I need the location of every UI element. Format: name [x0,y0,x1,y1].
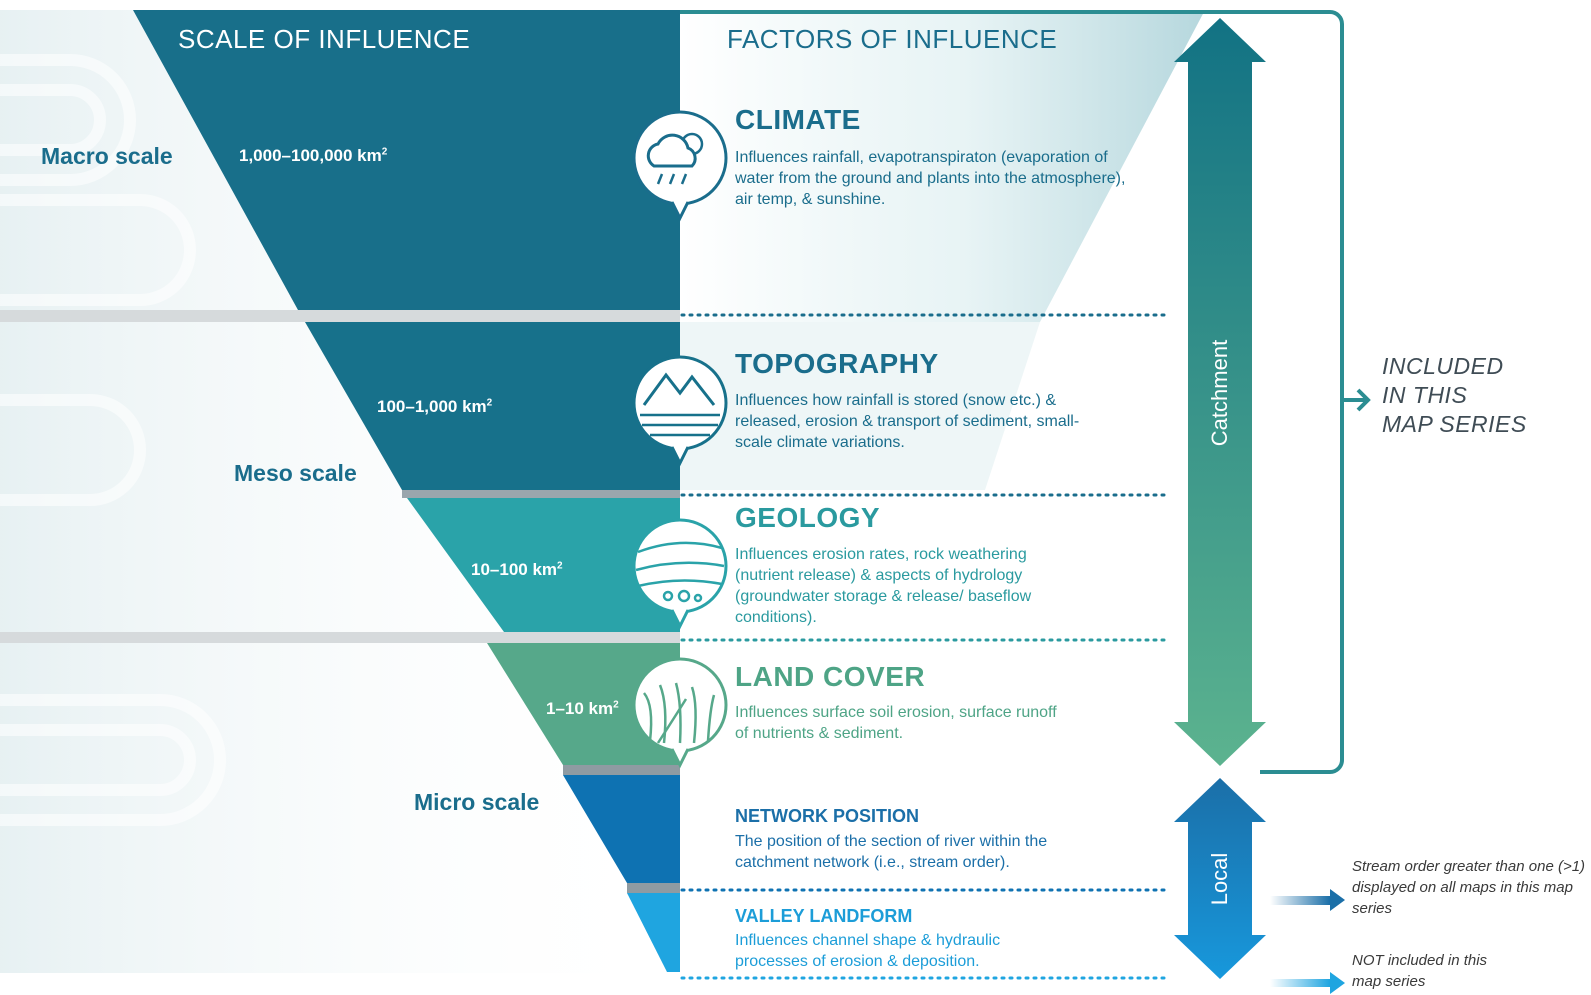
area-label-land-cover: 1–10 km2 [546,699,619,718]
included-label-line-1: INCLUDED [1382,353,1504,379]
factor-title-geology: GEOLOGY [735,502,881,533]
catchment-arrow [1174,18,1266,766]
local-label: Local [1207,852,1232,906]
band-network-position [563,775,680,883]
micro-scale-label: Micro scale [414,789,540,815]
funnel-gradient [680,10,1205,322]
area-label-geology: 10–100 km2 [471,560,563,579]
included-bracket [680,10,1344,774]
note-not-included: NOT included in this map series [1352,952,1488,990]
rock-strata-icon [632,518,728,630]
factor-title-land-cover: LAND COVER [735,661,926,692]
band-topography [305,322,680,490]
catchment-label: Catchment [1207,339,1232,447]
band-valley-landform [627,893,680,972]
local-title-network-position: NETWORK POSITION [735,806,919,826]
area-label-topography: 100–1,000 km2 [377,397,493,416]
mountain-water-icon [632,355,728,467]
band-land-cover [487,643,680,765]
note-stream-order: Stream order greater than one (>1) displ… [1352,858,1586,917]
area-label-macro: 1,000–100,000 km2 [239,146,388,165]
included-in-map-series-label: INCLUDED IN THIS MAP SERIES [1382,352,1527,439]
included-label-line-3: MAP SERIES [1382,411,1527,437]
cloud-sun-rain-icon [632,110,728,222]
factor-desc-land-cover: Influences surface soil erosion, surface… [735,704,1057,742]
local-desc-network-position: The position of the section of river wit… [735,833,1048,871]
local-title-valley-landform: VALLEY LANDFORM [735,906,913,926]
local-desc-valley-landform: Influences channel shape & hydraulic pro… [735,932,1001,970]
factor-desc-geology: Influences erosion rates, rock weatherin… [735,546,1032,626]
factor-title-topography: TOPOGRAPHY [735,348,939,379]
factor-title-climate: CLIMATE [735,104,861,135]
grass-icon [632,657,728,769]
factor-desc-topography: Influences how rainfall is stored (snow … [735,392,1080,451]
band-macro [133,10,680,310]
factor-desc-climate: Influences rainfall, evapotranspiraton (… [735,149,1126,208]
factors-of-influence-header: FACTORS OF INFLUENCE [727,24,1058,54]
stream-order-arrow [1270,896,1330,905]
not-included-arrow [1270,979,1330,987]
local-arrow [1174,778,1266,979]
included-label-line-2: IN THIS [1382,382,1468,408]
meso-scale-label: Meso scale [234,460,357,486]
macro-scale-label: Macro scale [41,143,173,169]
band-geology [407,498,680,632]
scale-of-influence-header: SCALE OF INFLUENCE [178,24,471,54]
